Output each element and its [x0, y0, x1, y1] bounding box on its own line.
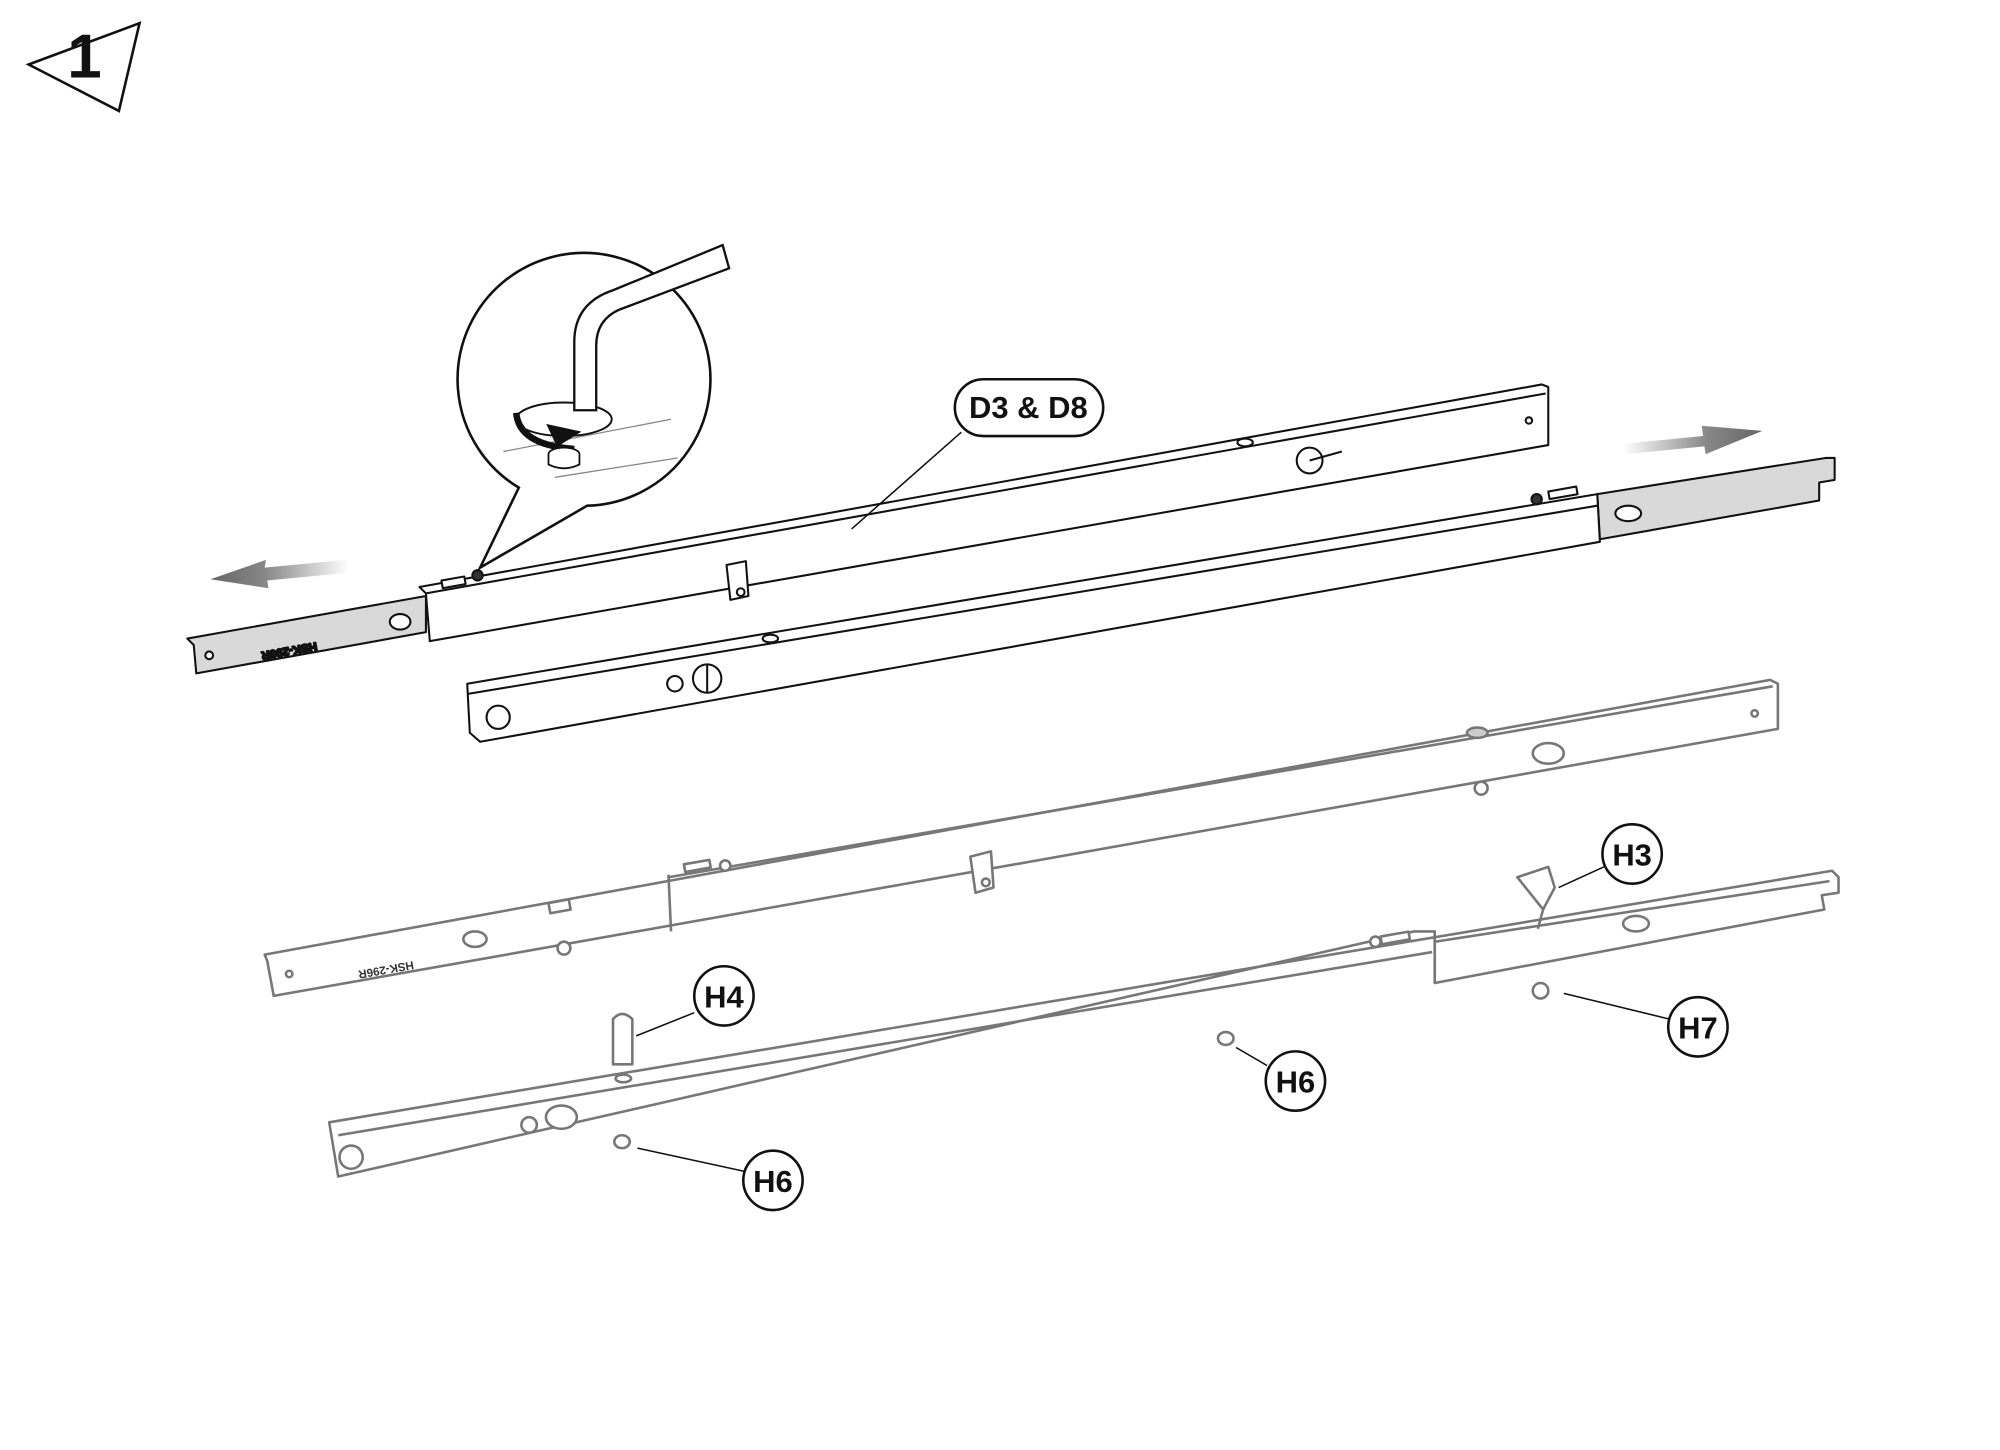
callout-h6-right: H6 — [1264, 1050, 1327, 1113]
leader-d3-d8 — [851, 431, 962, 530]
left-slide — [186, 594, 427, 675]
callout-h4: H4 — [692, 964, 755, 1027]
arrow-right-icon — [1623, 425, 1763, 455]
callout-h6-left-text: H6 — [753, 1164, 793, 1199]
callout-d3-d8-text: D3 & D8 — [969, 390, 1088, 425]
callout-h3-text: H3 — [1612, 838, 1652, 873]
bottom-upper-rail — [263, 678, 1780, 998]
h6-nut-right-icon — [1216, 1030, 1235, 1047]
step-triangle — [25, 21, 142, 113]
callout-h7: H7 — [1666, 995, 1729, 1058]
callout-h7-text: H7 — [1678, 1010, 1718, 1045]
bottom-rail-assembly: HSK-296R — [263, 678, 1840, 1178]
step-number: 1 — [67, 22, 101, 91]
hex-key-icon — [573, 243, 731, 412]
h4-pin-icon — [611, 1012, 634, 1066]
bottom-lower-rail — [327, 869, 1840, 1178]
callout-h6-right-text: H6 — [1276, 1065, 1316, 1100]
step-marker: 1 — [25, 21, 142, 113]
top-rail-assembly: HSK-296R — [186, 383, 1836, 743]
detail-callout — [456, 243, 731, 571]
callout-h4-text: H4 — [704, 980, 744, 1015]
h6-nut-left-icon — [612, 1133, 632, 1150]
callout-d3-d8: D3 & D8 — [953, 377, 1105, 438]
rotate-arrow-icon — [546, 423, 582, 447]
h3-bracket-icon — [1516, 865, 1557, 911]
leader-lines — [635, 866, 1670, 1173]
right-slide — [1596, 456, 1836, 541]
callout-h6-left: H6 — [741, 1149, 804, 1212]
callout-h3: H3 — [1601, 823, 1664, 885]
arrow-left-icon — [210, 559, 349, 589]
lower-rail — [466, 493, 1601, 743]
h7-nut-icon — [1531, 981, 1550, 1000]
